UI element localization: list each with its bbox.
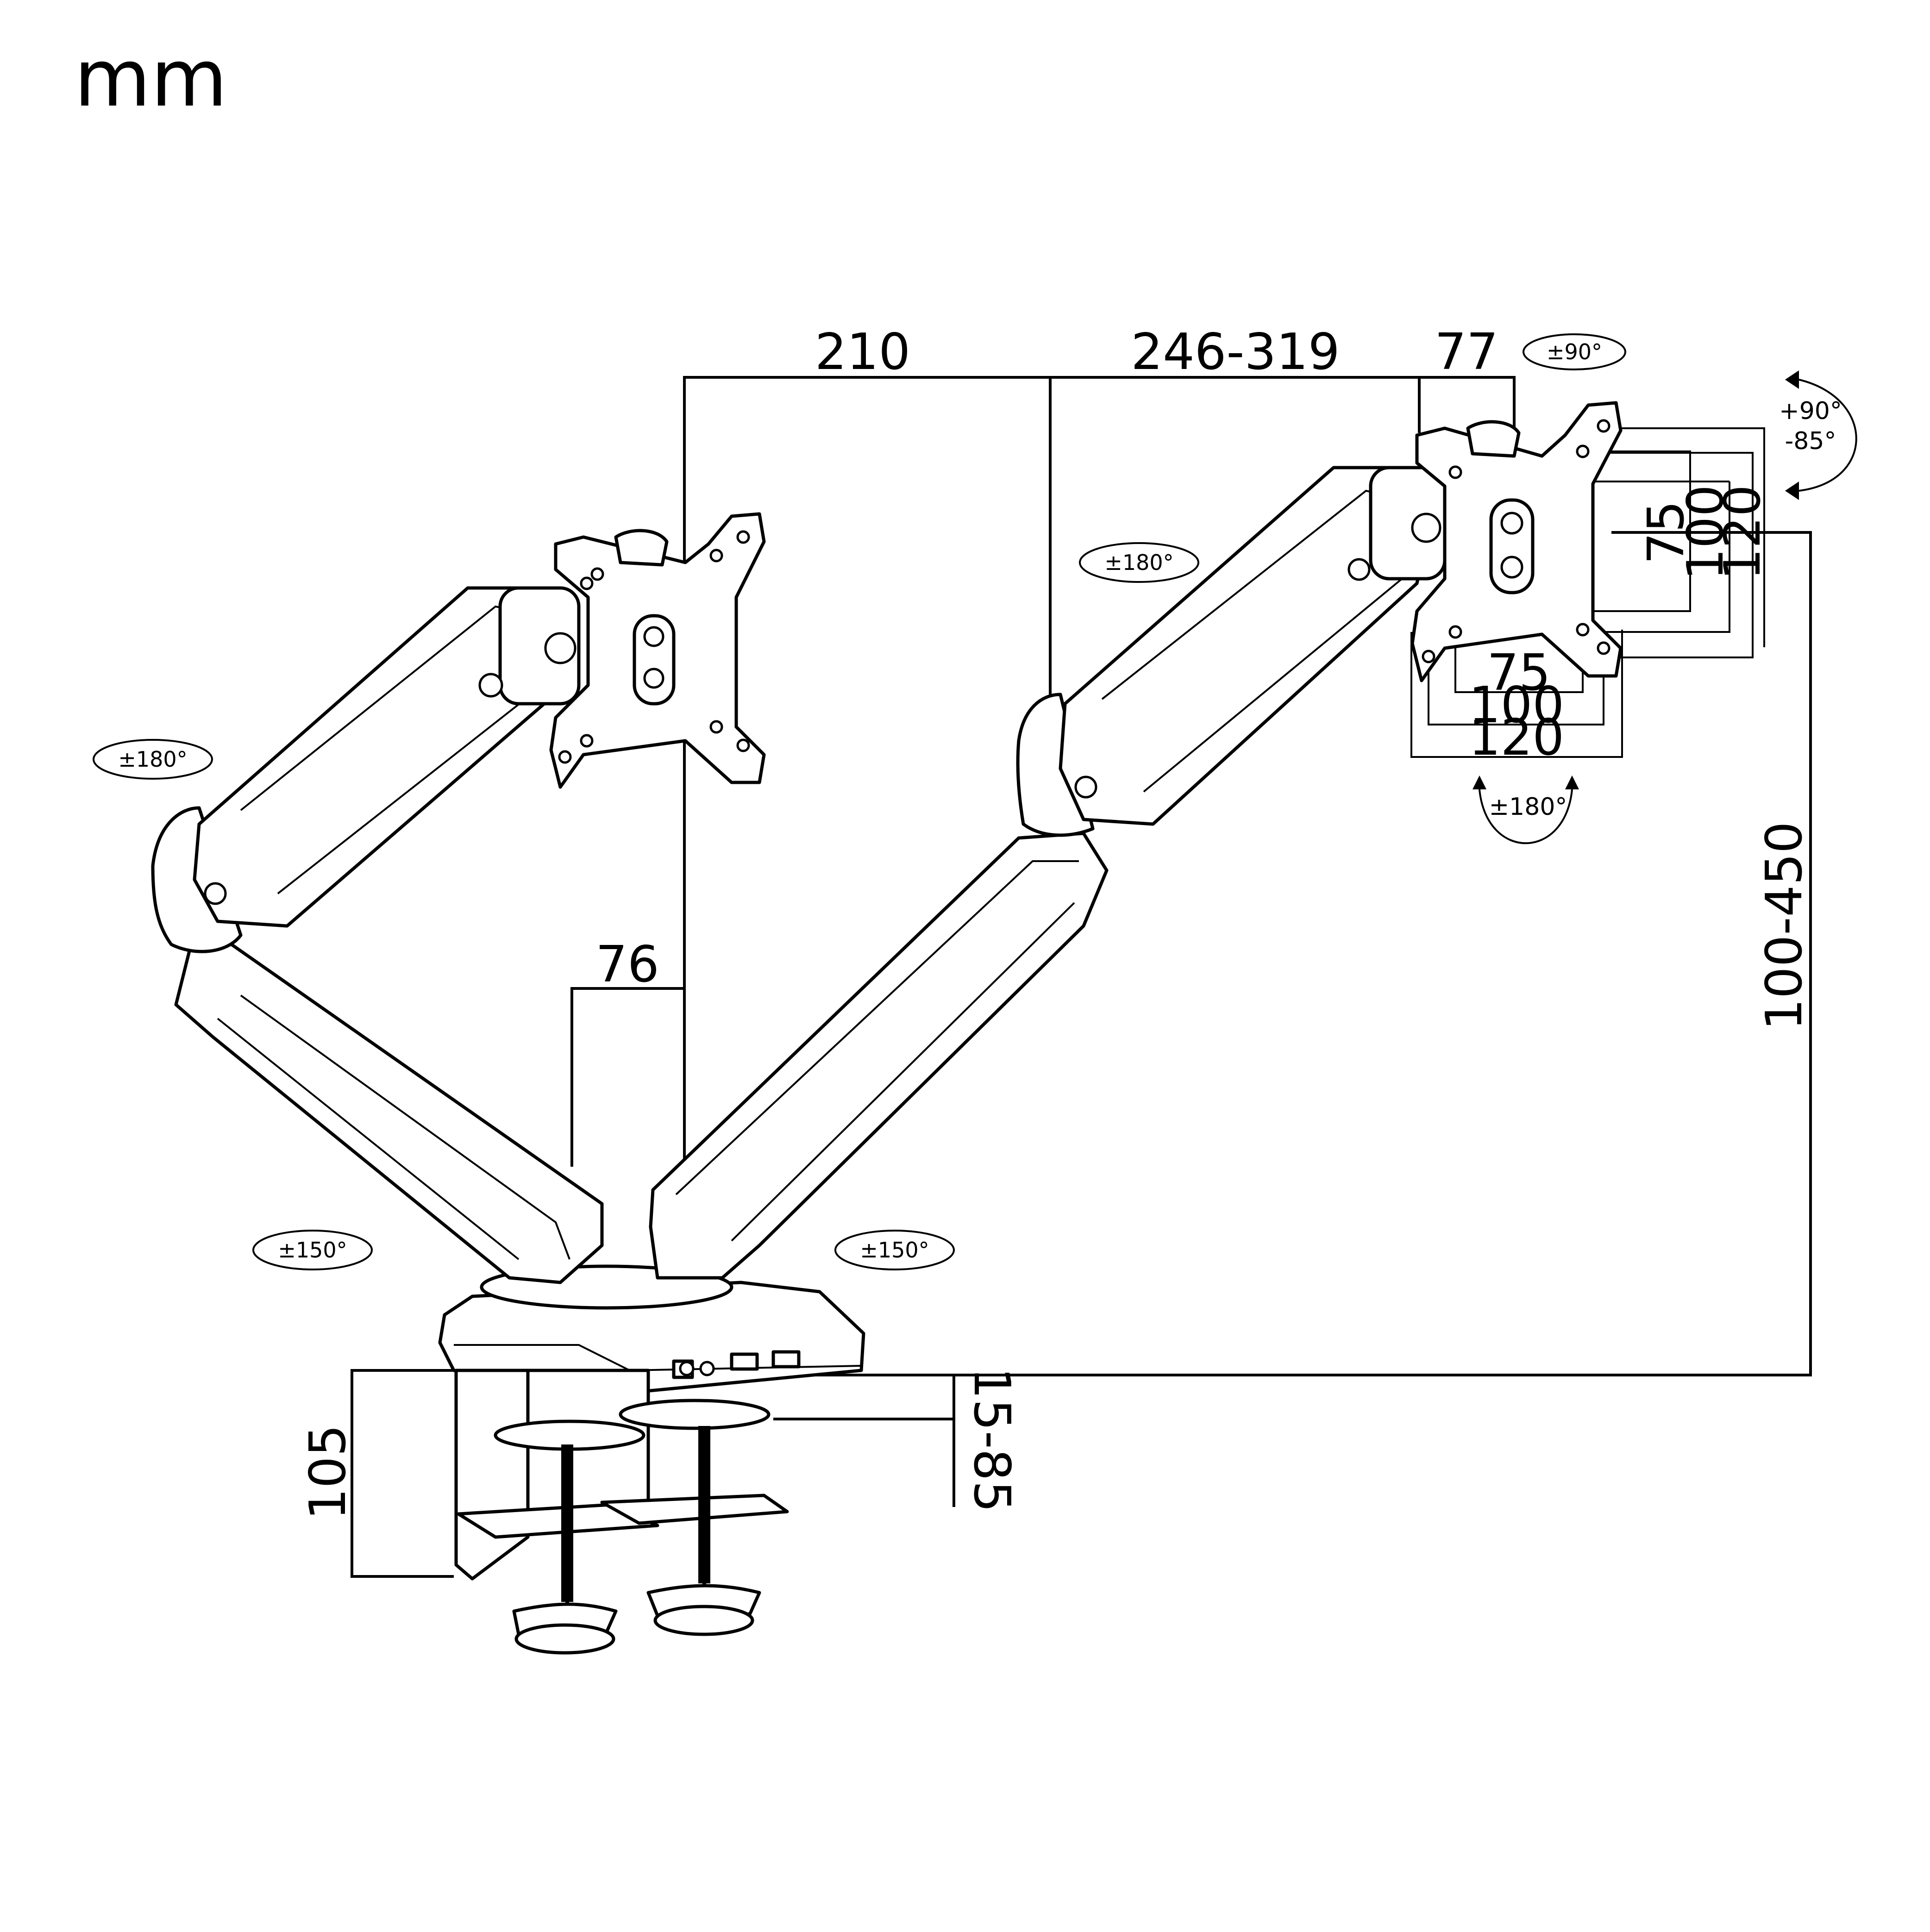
dim-76: 76: [595, 936, 659, 994]
right-arm-assembly: [649, 401, 1623, 1280]
rot-swivel-top: ±90°: [1547, 339, 1602, 364]
dim-vesa-120-h: 120: [1469, 709, 1564, 767]
dim-246-319: 246-319: [1131, 323, 1340, 381]
dim-vesa-120-v: 120: [1714, 485, 1772, 580]
tilt-arrow-icon: +90° -85°: [1779, 370, 1857, 500]
dim-100-450: 100-450: [1755, 821, 1813, 1030]
rot-arm-right-upper: ±180°: [1104, 550, 1173, 575]
dimension-labels: 210 246-319 77 76 100-450 105 15-85 75 1…: [299, 323, 1813, 1520]
dim-vesa-75-h: 75: [1487, 644, 1550, 702]
rotation-arrow-icon: ±180°: [93, 739, 213, 780]
rotation-arrow-icon: ±150°: [834, 1230, 955, 1270]
dim-vesa-75-v: 75: [1637, 500, 1695, 564]
dim-210: 210: [815, 323, 910, 381]
desk-clamp-base: [438, 1264, 865, 1655]
rotation-arrow-icon: ±180°: [1079, 542, 1199, 583]
rot-arm-left-upper: ±180°: [118, 747, 187, 772]
dim-77: 77: [1435, 323, 1498, 381]
rot-arm-left-lower: ±150°: [278, 1238, 347, 1263]
rot-tilt-up: +90°: [1779, 397, 1842, 425]
dim-vesa-100-h: 100: [1469, 676, 1564, 734]
unit-label: mm: [74, 33, 228, 125]
rot-plate: ±180°: [1489, 793, 1567, 821]
dim-15-85: 15-85: [963, 1367, 1021, 1513]
dim-105: 105: [299, 1425, 357, 1520]
rot-tilt-down: -85°: [1785, 427, 1836, 455]
rotation-arrow-icon: ±90°: [1523, 333, 1626, 370]
rotation-arrow-icon: ±180°: [1473, 775, 1579, 844]
dim-vesa-100-v: 100: [1677, 485, 1735, 580]
left-arm-assembly: [151, 512, 766, 1284]
rotation-arrow-icon: ±150°: [252, 1230, 373, 1270]
rot-arm-right-lower: ±150°: [860, 1238, 929, 1263]
rotation-indicators: ±90° +90° -85° ±180° ±180° ±180°: [93, 333, 1857, 1270]
